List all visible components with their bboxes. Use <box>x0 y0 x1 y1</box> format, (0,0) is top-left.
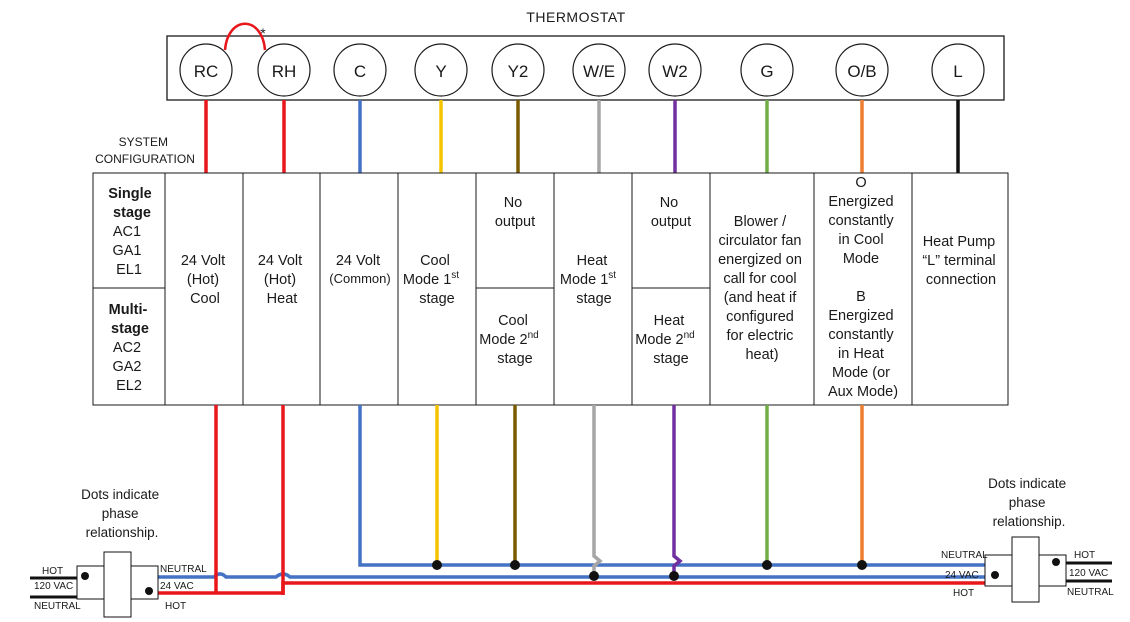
junction-dots <box>432 560 867 581</box>
y-description: Cool Mode 1st stage <box>403 253 463 307</box>
terminal-g-label: G <box>760 62 773 81</box>
right-secondary-hot: HOT <box>953 588 974 599</box>
multi-stage-items: AC2 GA2 EL2 <box>112 340 145 394</box>
left-secondary-neutral: NEUTRAL <box>160 564 207 575</box>
terminal-rc-label: RC <box>194 62 219 81</box>
g-description: Blower / circulator fan energized on cal… <box>718 214 806 363</box>
right-transformer: Dots indicate phase relationship. NEUTRA… <box>941 476 1114 603</box>
terminal-rc <box>179 43 233 97</box>
terminal-y2 <box>491 43 545 97</box>
terminal-rh-label: RH <box>272 62 297 81</box>
terminal-y2-label: Y2 <box>508 62 529 81</box>
right-secondary-vac: 24 VAC <box>945 570 979 581</box>
terminal-c <box>333 43 387 97</box>
terminal-w2-label: W2 <box>662 62 688 81</box>
ob-description: O Energized constantly in Cool Mode B En… <box>828 175 898 400</box>
thermostat-title: THERMOSTAT <box>526 9 625 25</box>
right-primary-vac: 120 VAC <box>1069 568 1108 579</box>
terminal-l <box>931 43 985 97</box>
single-stage-items: AC1 GA1 EL1 <box>112 224 145 278</box>
rh-description: 24 Volt (Hot) Heat <box>258 253 306 307</box>
terminal-we <box>572 43 626 97</box>
left-secondary-hot: HOT <box>165 601 186 612</box>
right-phase-note: Dots indicate phase relationship. <box>988 476 1070 529</box>
terminal-l-label: L <box>953 62 962 81</box>
y2-top-description: No output <box>495 195 535 230</box>
terminal-w2 <box>648 43 702 97</box>
configuration-table <box>92 172 1009 406</box>
left-primary-neutral: NEUTRAL <box>34 601 81 612</box>
right-primary-neutral: NEUTRAL <box>1067 587 1114 598</box>
terminal-y-label: Y <box>435 62 446 81</box>
right-secondary-neutral: NEUTRAL <box>941 550 988 561</box>
terminal-strip: RC RH C Y Y2 W/E W2 G O/B L <box>179 43 985 97</box>
terminal-y <box>414 43 468 97</box>
hot-return <box>158 581 985 595</box>
we-description: Heat Mode 1st stage <box>560 253 620 307</box>
w2-bottom-description: Heat Mode 2nd stage <box>635 313 699 367</box>
common-bus <box>358 405 985 567</box>
lower-wiring <box>158 405 985 595</box>
jumper-asterisk: * <box>260 25 266 41</box>
left-primary-hot: HOT <box>42 566 63 577</box>
multi-stage-title: Multi- stage <box>109 302 152 337</box>
terminal-c-label: C <box>354 62 366 81</box>
right-primary-hot: HOT <box>1074 550 1095 561</box>
terminal-rh <box>257 43 311 97</box>
terminal-g <box>740 43 794 97</box>
terminal-ob-label: O/B <box>847 62 876 81</box>
l-description: Heat Pump “L” terminal connection <box>922 234 999 288</box>
terminal-we-label: W/E <box>583 62 615 81</box>
w2-drop <box>672 405 683 576</box>
rc-description: 24 Volt (Hot) Cool <box>181 253 229 307</box>
left-phase-note: Dots indicate phase relationship. <box>81 487 163 540</box>
rc-rh-jumper <box>223 22 267 51</box>
single-stage-title: Single stage <box>108 186 156 221</box>
left-secondary-vac: 24 VAC <box>160 581 194 592</box>
w2-top-description: No output <box>651 195 691 230</box>
system-configuration-label: SYSTEM CONFIGURATION <box>95 135 195 166</box>
y2-bottom-description: Cool Mode 2nd stage <box>479 313 543 367</box>
left-transformer: Dots indicate phase relationship. HOT 12… <box>30 487 207 618</box>
terminal-ob <box>835 43 889 97</box>
we-drop <box>592 405 603 576</box>
left-primary-vac: 120 VAC <box>34 581 73 592</box>
c-description: 24 Volt (Common) <box>329 253 390 286</box>
upper-wires <box>204 100 960 173</box>
